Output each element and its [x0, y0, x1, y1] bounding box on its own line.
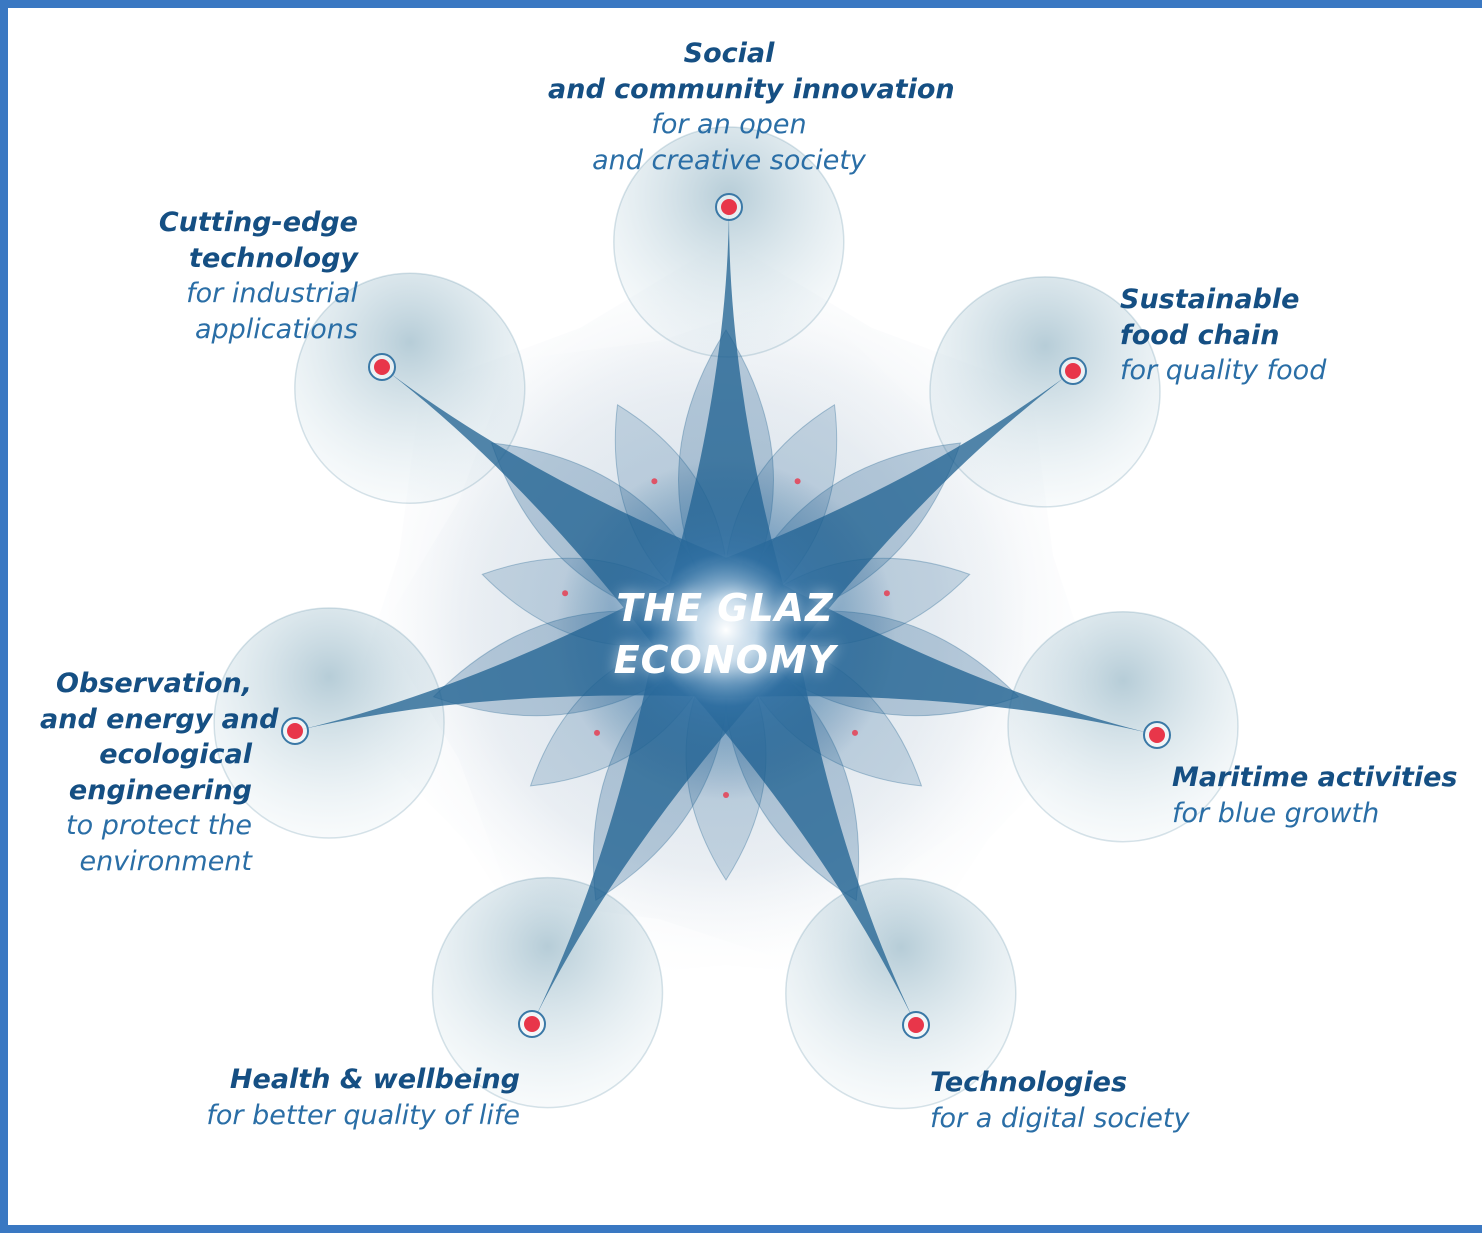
branch-label-social: Social and community innovation for an o…	[548, 36, 955, 178]
inner-dot	[794, 478, 801, 485]
branch-title-line: technology	[189, 242, 358, 274]
branch-title-line: Technologies	[930, 1067, 1128, 1098]
inner-dot	[883, 590, 890, 597]
node-dot-technologies	[908, 1017, 924, 1033]
branch-label-technologies: Technologies for a digital society	[930, 1065, 1230, 1136]
inner-dot	[594, 729, 600, 736]
node-dot-health	[524, 1016, 540, 1032]
branch-label-food: Sustainable food chain for quality food	[1120, 282, 1350, 389]
branch-title-line: and energy and	[40, 703, 279, 735]
branch-title-line: Social	[683, 38, 775, 69]
branch-title-line: Health & wellbeing	[229, 1064, 520, 1095]
branch-subtitle-line: to protect the	[66, 810, 252, 841]
node-dot-social	[721, 199, 737, 215]
node-layer	[281, 193, 1171, 1039]
branch-label-cutting-edge: Cutting-edge technology for industrial a…	[150, 205, 358, 347]
branch-subtitle-line: for industrial	[186, 278, 358, 309]
branch-subtitle-line: environment	[79, 845, 252, 877]
branch-title-line: and community innovation	[548, 73, 955, 105]
branch-subtitle-line: and creative society	[592, 144, 866, 176]
node-dot-observation	[287, 723, 303, 739]
inner-dot	[651, 478, 658, 485]
node-dot-cutting-edge	[374, 359, 390, 375]
inner-dot	[852, 729, 858, 736]
center-title-line2: ECONOMY	[613, 638, 837, 682]
branch-title-line: Cutting-edge	[158, 207, 358, 238]
branch-title-line: engineering	[68, 774, 252, 806]
branch-title-line: Sustainable	[1120, 284, 1300, 315]
branch-subtitle-line: for blue growth	[1172, 797, 1380, 829]
inner-dot	[562, 590, 569, 597]
branch-label-observation: Observation, and energy and ecological e…	[40, 666, 279, 879]
node-dot-food	[1065, 363, 1081, 379]
branch-subtitle-line: for better quality of life	[206, 1099, 520, 1131]
center-glow	[556, 460, 896, 800]
branch-subtitle-line: for quality food	[1120, 355, 1327, 386]
branch-title-line: ecological	[99, 739, 252, 770]
branch-subtitle-line: applications	[194, 313, 358, 345]
inner-dot	[723, 792, 729, 798]
branch-subtitle-line: for an open	[651, 109, 807, 140]
center-title: THE GLAZ ECONOMY	[560, 582, 890, 686]
branch-subtitle-line: for a digital society	[930, 1102, 1190, 1134]
branch-title-line: Maritime activities	[1172, 762, 1458, 793]
branch-label-health: Health & wellbeing for better quality of…	[200, 1062, 520, 1133]
branch-title-line: food chain	[1120, 319, 1280, 351]
node-dot-maritime	[1149, 727, 1165, 743]
branch-label-maritime: Maritime activities for blue growth	[1172, 760, 1462, 831]
branch-title-line: Observation,	[56, 668, 252, 699]
center-title-line1: THE GLAZ	[616, 586, 834, 630]
